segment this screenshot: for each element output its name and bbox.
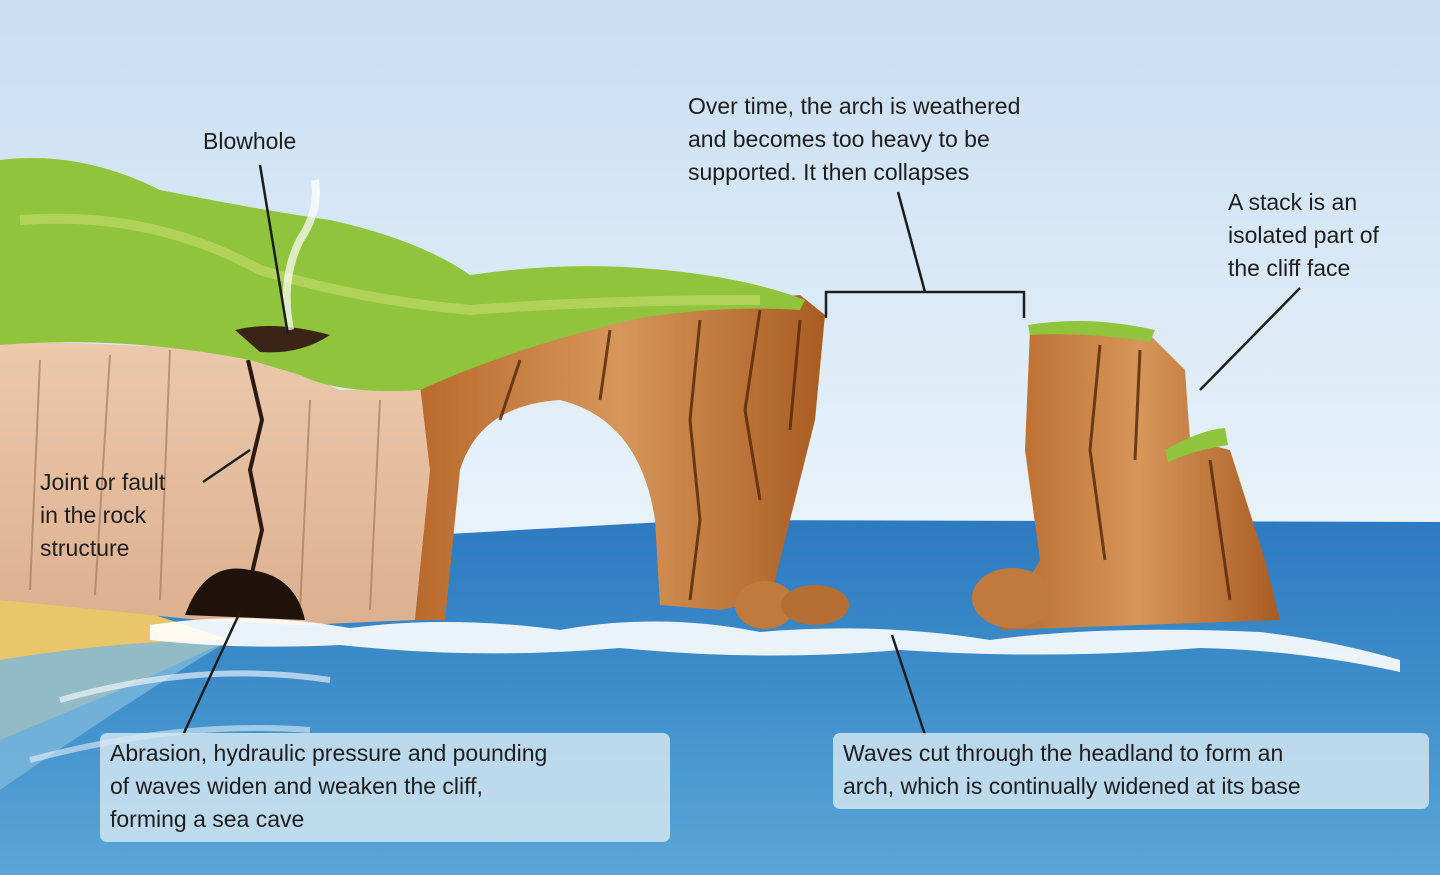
stack-cracks [1088, 344, 1232, 601]
stack-ledge-grass [1165, 428, 1228, 462]
stack-grass [1028, 321, 1155, 342]
sea-cave-label: Abrasion, hydraulic pressure and poundin… [100, 733, 670, 842]
grass-highlight [19, 213, 761, 316]
sea-stack [1000, 330, 1280, 630]
leader-line-stack [1199, 287, 1301, 391]
stack-label: A stack is an isolated part of the cliff… [1228, 189, 1379, 281]
leader-line-arch-collapse [896, 191, 927, 293]
arch-cracks [498, 309, 802, 601]
cliff-strata [29, 349, 381, 611]
blowhole-label: Blowhole [203, 128, 297, 154]
cliff-face [0, 340, 470, 625]
leader-line-sea-cave [181, 611, 242, 736]
stack-boulder [972, 568, 1052, 628]
boulder [781, 585, 849, 625]
rock-joint [246, 359, 265, 591]
headland-grass [0, 158, 805, 391]
sea-cave [185, 568, 305, 620]
leader-line-arch [890, 634, 927, 736]
blowhole-hollow [235, 326, 330, 353]
beach-wash [0, 640, 230, 790]
sea-arch [415, 295, 825, 620]
leader-lines [181, 164, 1301, 736]
leader-line-joint [202, 448, 251, 484]
blowhole-spray [282, 179, 320, 331]
joint-label: Joint or fault in the rock structure [40, 469, 166, 561]
arch-collapse-label: Over time, the arch is weathered and bec… [688, 93, 1021, 185]
boulder [735, 581, 795, 629]
leader-line-blowhole [258, 164, 290, 336]
surf-foam [29, 618, 1400, 763]
arch-label: Waves cut through the headland to form a… [833, 733, 1429, 809]
